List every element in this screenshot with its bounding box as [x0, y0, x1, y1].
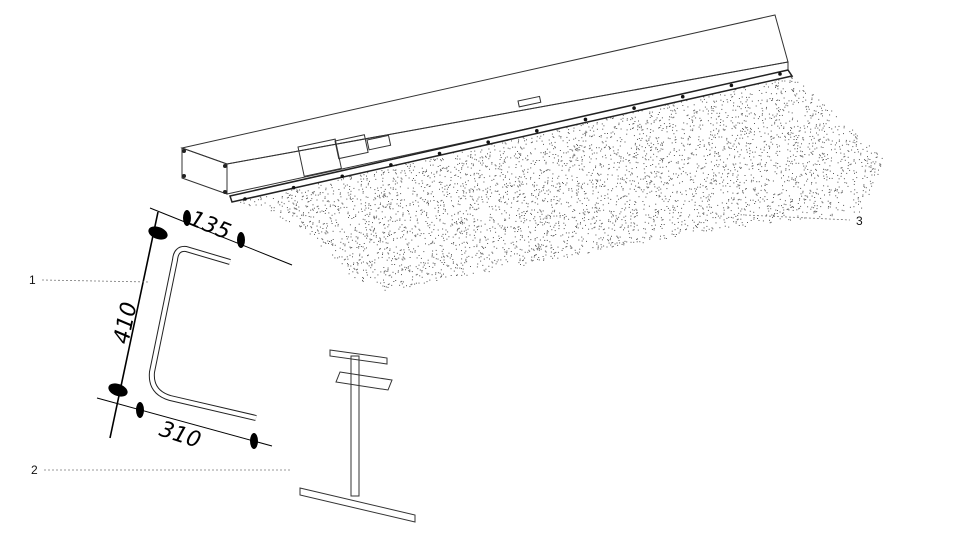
callout-3: 3 [856, 214, 863, 228]
dimension-lines [96, 207, 293, 449]
stippled-surface [240, 75, 883, 291]
callout-2: 2 [31, 463, 38, 477]
dimension-410: 410 [109, 300, 142, 346]
callout-1: 1 [29, 273, 36, 287]
t-support [299, 349, 416, 523]
bent-bracket [148, 245, 257, 421]
housing-box [180, 14, 794, 203]
dimension-310: 310 [156, 417, 204, 454]
dimension-135: 135 [186, 206, 234, 245]
callouts: 1 2 3 [29, 214, 863, 477]
